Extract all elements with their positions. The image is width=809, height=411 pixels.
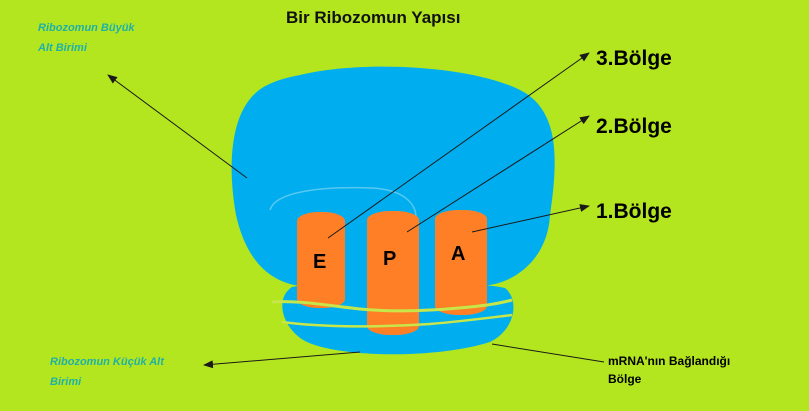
large-subunit-label-line1: Ribozomun Büyük	[38, 22, 135, 34]
small-subunit-label-line2: Birimi	[50, 376, 82, 388]
mrna-site-label: mRNA'nın Bağlandığı Bölge	[608, 352, 730, 388]
mrna-strand	[271, 298, 513, 313]
region-2-label: 2.Bölge	[596, 115, 672, 138]
mrna-site-label-line1: mRNA'nın Bağlandığı	[608, 354, 731, 368]
region-3-label: 3.Bölge	[596, 47, 672, 70]
large-subunit-pointer	[107, 74, 248, 179]
small-subunit-pointer	[203, 351, 361, 369]
region3-pointer	[327, 52, 590, 239]
a-site-cylinder	[435, 210, 487, 315]
mrna-site-label-line2: Bölge	[608, 372, 642, 386]
a-site-label: A	[451, 243, 465, 265]
diagram-title: Bir Ribozomun Yapısı	[286, 8, 461, 27]
e-site-cylinder	[297, 212, 345, 308]
p-site-label: P	[383, 248, 396, 270]
mrna-site-pointer	[491, 343, 605, 363]
small-subunit-label: Ribozomun Küçük Alt Birimi	[50, 352, 164, 392]
region1-pointer	[471, 204, 590, 233]
mrna-strand-lower	[281, 313, 513, 328]
region2-pointer	[406, 115, 590, 233]
large-subunit-label: Ribozomun Büyük Alt Birimi	[38, 18, 135, 58]
p-site-cylinder	[367, 211, 419, 335]
inner-outline	[269, 186, 417, 226]
region-1-label: 1.Bölge	[596, 200, 672, 223]
small-subunit-label-line1: Ribozomun Küçük Alt	[50, 356, 164, 368]
large-subunit-label-line2: Alt Birimi	[38, 42, 87, 54]
e-site-label: E	[313, 251, 326, 273]
